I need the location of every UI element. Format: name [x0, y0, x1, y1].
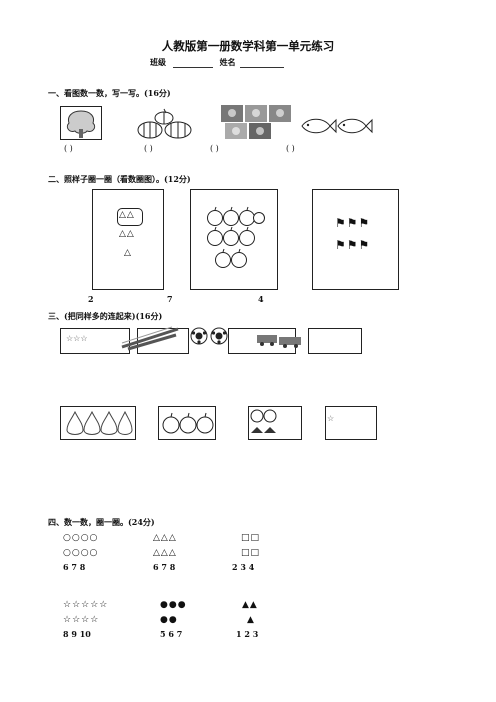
class-label: 班级	[150, 57, 166, 67]
solid-triangles-row-2: ▲	[247, 615, 255, 625]
cars-icon	[257, 335, 301, 348]
match-box-top-2[interactable]	[121, 326, 189, 354]
star-group: ☆☆☆	[66, 334, 88, 343]
circle-box-1[interactable]: △△ △△ △	[92, 189, 164, 290]
houses-icon	[221, 105, 291, 139]
match-box-bottom-2[interactable]	[158, 406, 216, 440]
houses-picture	[221, 105, 293, 139]
choice-numbers[interactable]: 6 7 8	[153, 562, 176, 572]
target-number-1: 2	[88, 294, 94, 304]
apple-icon	[162, 412, 214, 434]
section-2-heading: 二、照样子圈一圈（看数圈图）。(12分)	[48, 174, 191, 184]
flag-row: ⚑⚑⚑	[335, 216, 371, 230]
triangle-row: △△	[119, 229, 135, 239]
flag-row: ⚑⚑⚑	[335, 238, 371, 252]
dots-row-2: ●●	[160, 615, 178, 625]
section-1-heading: 一、看图数一数，写一写。(16分)	[48, 88, 171, 98]
section-4-heading: 四、数一数，圈一圈。(24分)	[48, 517, 155, 527]
soccer-balls	[190, 327, 228, 345]
choice-numbers[interactable]: 2 3 4	[232, 562, 255, 572]
pear-icon	[66, 410, 133, 435]
stars-row-2: ☆☆☆☆	[63, 615, 100, 625]
class-blank[interactable]	[172, 59, 213, 68]
name-blank[interactable]	[240, 59, 285, 68]
match-box-bottom-1[interactable]	[60, 406, 136, 440]
choice-numbers[interactable]: 6 7 8	[63, 562, 86, 572]
tree-icon	[66, 110, 96, 138]
section-3-heading: 三、(把同样多的连起来)(16分)	[48, 311, 163, 321]
choice-numbers[interactable]: 5 6 7	[160, 629, 183, 639]
stars-row-1: ☆☆☆☆☆	[63, 600, 109, 610]
match-box-top-3[interactable]	[228, 328, 301, 354]
squares-row-2: □□	[241, 548, 261, 558]
triangle-row: △	[124, 248, 132, 258]
solid-triangles-row-1: ▲▲	[242, 600, 258, 610]
triangles-row-1: △△△	[153, 533, 177, 543]
triangle-row: △△	[119, 210, 135, 220]
apple-icon	[207, 206, 265, 268]
name-label: 姓名	[219, 57, 236, 67]
answer-blank-3[interactable]: ( )	[210, 144, 219, 153]
circle-box-2[interactable]	[190, 189, 278, 290]
target-number-2: 7	[167, 294, 173, 304]
dots-row-1: ●●●	[160, 600, 187, 610]
target-number-3: 4	[258, 294, 264, 304]
squares-row-1: □□	[241, 533, 261, 543]
answer-blank-4[interactable]: ( )	[286, 144, 295, 153]
flowers-icon	[250, 409, 277, 433]
circles-row-2: ○○○○	[63, 548, 99, 558]
circles-row-1: ○○○○	[63, 533, 99, 543]
match-box-top-4[interactable]	[308, 328, 362, 354]
pumpkin-icon	[137, 108, 192, 139]
answer-blank-1[interactable]: ( )	[64, 144, 73, 153]
tree-picture-box	[60, 106, 102, 140]
triangles-row-2: △△△	[153, 548, 177, 558]
pencils-icon	[121, 326, 179, 351]
choice-numbers[interactable]: 8 9 10	[63, 629, 91, 639]
fish-icon	[301, 118, 373, 134]
match-box-bottom-4[interactable]: ☆	[325, 406, 377, 440]
choice-numbers[interactable]: 1 2 3	[236, 629, 259, 639]
fish-picture	[298, 115, 374, 137]
circle-box-3[interactable]: ⚑⚑⚑ ⚑⚑⚑	[312, 189, 399, 290]
match-box-bottom-3[interactable]	[248, 406, 302, 440]
answer-blank-2[interactable]: ( )	[144, 144, 153, 153]
single-star: ☆	[327, 414, 335, 423]
sample-circle	[117, 208, 143, 226]
soccer-ball-icon	[190, 327, 228, 345]
page-title: 人教版第一册数学科第一单元练习	[161, 39, 335, 53]
student-info-line: 班级 姓名	[150, 57, 285, 68]
pumpkins-picture	[132, 108, 204, 140]
